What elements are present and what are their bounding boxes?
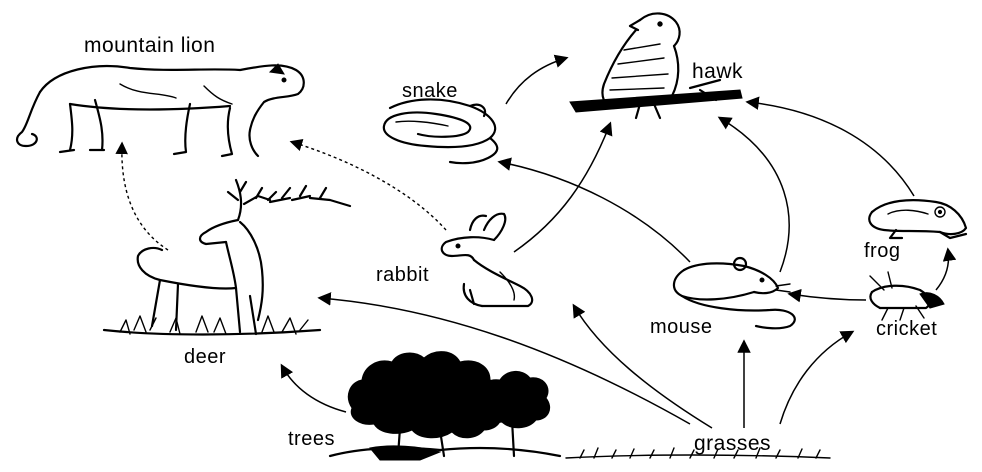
rabbit-illustration (442, 214, 532, 306)
arrow-snake-to-hawk (506, 58, 566, 104)
arrow-rabbit-to-mountain-lion (292, 142, 446, 230)
hawk-label: hawk (692, 60, 743, 84)
arrow-cricket-to-frog (936, 250, 949, 290)
snake-label: snake (402, 80, 458, 103)
trees-label: trees (288, 428, 335, 451)
deer-illustration (104, 180, 350, 335)
mountain-lion-illustration (17, 64, 304, 156)
mountain-lion-label: mountain lion (84, 34, 215, 58)
rabbit-label: rabbit (376, 264, 429, 287)
snake-illustration (384, 99, 497, 163)
arrow-mouse-to-hawk (720, 118, 789, 272)
arrow-trees-to-deer (282, 366, 346, 412)
arrow-deer-to-mountain-lion (122, 144, 168, 250)
arrow-grasses-to-cricket (780, 332, 852, 424)
deer-label: deer (184, 346, 226, 369)
grasses-label: grasses (694, 432, 771, 456)
arrow-frog-to-hawk (748, 102, 914, 196)
cricket-label: cricket (876, 318, 937, 341)
arrow-rabbit-to-hawk (514, 124, 610, 252)
frog-label: frog (864, 240, 900, 263)
arrow-mouse-to-snake (500, 162, 690, 262)
cricket-illustration (870, 272, 944, 320)
frog-illustration (869, 200, 966, 238)
mouse-label: mouse (650, 316, 713, 339)
trees-illustration (330, 352, 560, 460)
arrow-cricket-to-mouse (790, 294, 866, 300)
